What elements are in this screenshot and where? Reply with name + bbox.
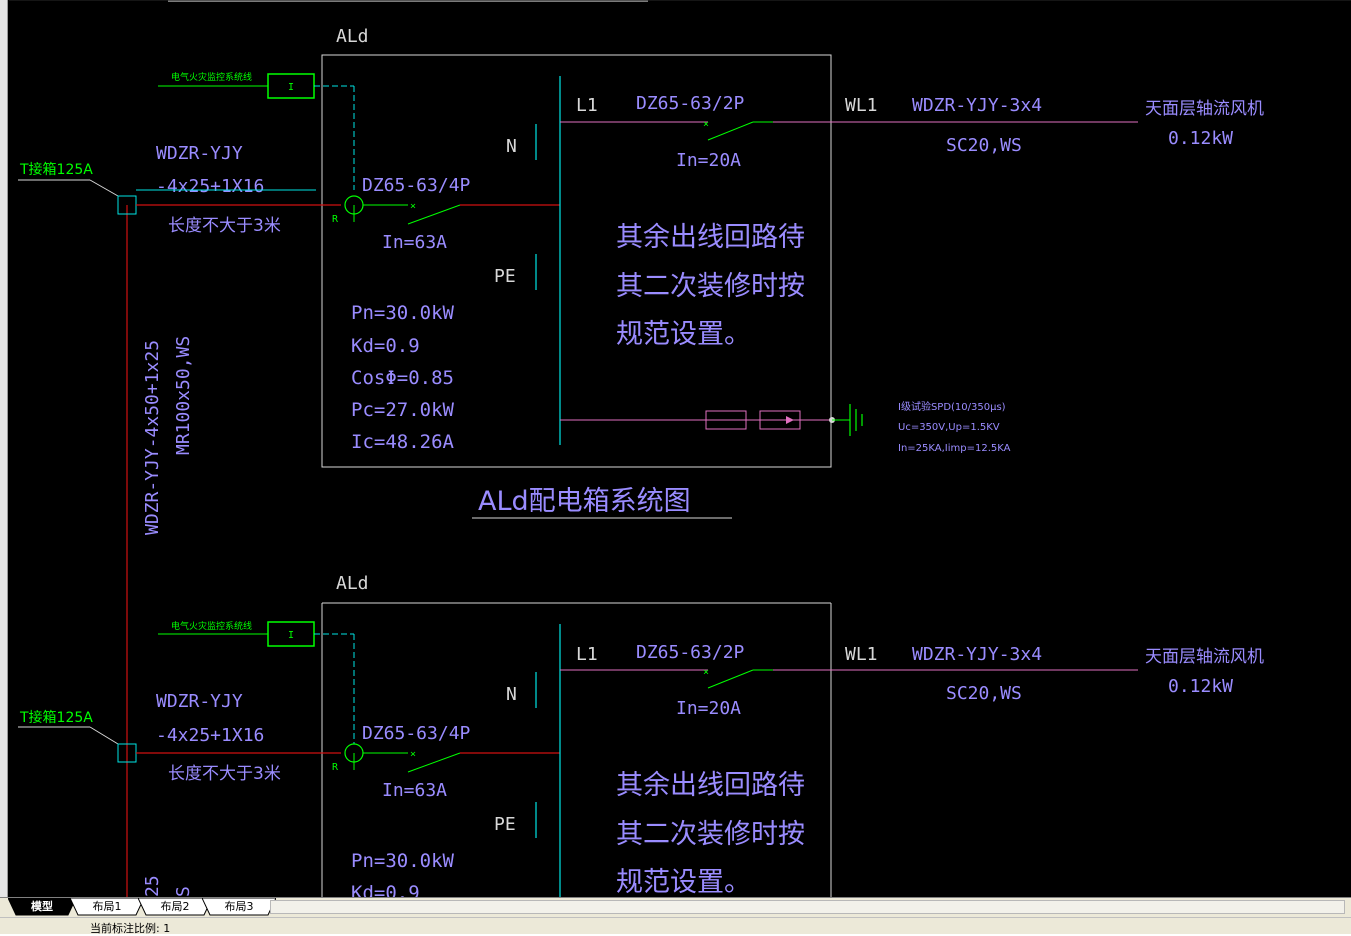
pc: Pc=27.0kW [351,399,455,421]
box-frame [321,54,832,468]
n-label: N [506,684,517,705]
tab-label: 布局1 [92,900,122,913]
tap-label: T接箱125A [19,161,93,178]
breaker-main: DZ65-63/4P [362,175,471,196]
monitor-label: 电气火灾监控系统线 [171,71,252,83]
n-label: N [506,136,517,157]
breaker-main: DZ65-63/4P [362,723,471,744]
spd-2: Uc=350V,Up=1.5KV [898,422,1000,433]
wl-label: WL1 [845,95,878,116]
note-2: 其二次装修时按 [616,271,805,302]
load-power: 0.12kW [1168,128,1233,149]
note-1: 其余出线回路待 [616,222,805,253]
monitor-label: 电气火灾监控系统线 [171,620,252,632]
breaker-out: DZ65-63/2P [636,93,745,114]
tab-label: 布局3 [224,900,254,913]
status-bar: 当前标注比例: 1 [0,917,1351,935]
l1-label: L1 [576,95,598,116]
incoming-cable-2: -4x25+1X16 [156,725,264,746]
tab-layout-3[interactable]: 布局3 [202,898,276,916]
drawing-canvas[interactable]: WDZR-YJY-4x50+1x25 MR100x50,WS 25 S ALd … [8,0,1351,897]
incoming-cable-1: WDZR-YJY [156,691,243,712]
breaker-main-rating: In=63A [382,232,447,253]
leader-line [89,726,119,745]
breaker-x-mark: × [410,749,416,760]
note-1: 其余出线回路待 [616,770,805,801]
breaker-main-rating: In=63A [382,780,447,801]
out-pipe: SC20,WS [946,135,1022,156]
layout-tab-bar: 模型 布局1 布局2 布局3 [0,897,1351,917]
box-title: ALd [336,573,369,594]
diagram-caption: ALd配电箱系统图 [478,486,691,517]
out-cable: WDZR-YJY-3x4 [912,95,1042,116]
spd-3: In=25KA,Iimp=12.5KA [898,443,1011,454]
note-3: 规范设置。 [616,867,751,897]
distribution-box-2: ALd T接箱125A WDZR-YJY -4x25+1X16 长度不大于3米 … [18,573,1264,897]
kd: Kd=0.9 [351,335,420,357]
l1-label: L1 [576,644,598,665]
note-2: 其二次装修时按 [616,819,805,850]
rcd-mark: R [332,214,339,225]
spd-arrowhead [786,416,794,424]
main-feeder-pipe: MR100x50,WS [173,336,194,455]
incoming-cable-2: -4x25+1X16 [156,176,264,197]
main-feeder-label: WDZR-YJY-4x50+1x25 [142,340,163,535]
spd-fuse [705,410,747,430]
breaker-out-rating: In=20A [676,698,741,719]
rcd-mark: R [332,762,339,773]
box-title: ALd [336,26,369,47]
breaker-out-contact [707,669,754,689]
out-cable: WDZR-YJY-3x4 [912,644,1042,665]
pe-label: PE [494,814,516,835]
incoming-cable-3: 长度不大于3米 [168,216,281,236]
left-gutter [0,0,8,897]
cad-drawing[interactable]: WDZR-YJY-4x50+1x25 MR100x50,WS 25 S ALd … [8,0,1351,897]
tab-layout-1[interactable]: 布局1 [70,898,144,916]
tab-label: 模型 [31,900,53,913]
breaker-out-x-mark: × [703,667,709,678]
breaker-out-contact [707,121,754,141]
pn: Pn=30.0kW [351,850,455,872]
load-name: 天面层轴流风机 [1145,99,1264,119]
kd: Kd=0.9 [351,882,420,897]
annotation-scale-text: 当前标注比例: 1 [90,922,171,935]
breaker-out: DZ65-63/2P [636,642,745,663]
tap-label: T接箱125A [19,709,93,726]
breaker-contact [407,752,461,773]
cos: CosΦ=0.85 [351,367,454,389]
leader-line [89,179,119,197]
pn: Pn=30.0kW [351,302,455,324]
distribution-box-1: ALd T接箱125A WDZR-YJY -4x25+1X16 长度不大于3米 … [18,26,1264,519]
incoming-cable-1: WDZR-YJY [156,143,243,164]
breaker-out-x-mark: × [703,119,709,130]
load-name: 天面层轴流风机 [1145,647,1264,667]
breaker-contact [407,204,461,225]
main-feeder-partial-1: 25 [142,875,163,897]
incoming-cable-3: 长度不大于3米 [168,764,281,784]
note-3: 规范设置。 [616,319,751,350]
monitor-symbol: I [288,630,294,641]
spd-device [759,410,801,430]
pe-label: PE [494,266,516,287]
breaker-x-mark: × [410,201,416,212]
tab-layout-2[interactable]: 布局2 [138,898,212,916]
wl-label: WL1 [845,644,878,665]
horizontal-scrollbar[interactable] [270,900,1345,914]
spd-1: Ⅰ级试验SPD(10/350μs) [898,400,1006,413]
out-pipe: SC20,WS [946,683,1022,704]
ic: Ic=48.26A [351,431,455,453]
load-power: 0.12kW [1168,676,1233,697]
tab-model[interactable]: 模型 [8,898,76,916]
monitor-symbol: I [288,82,294,93]
tab-label: 布局2 [160,900,190,913]
breaker-out-rating: In=20A [676,150,741,171]
main-feeder-partial-2: S [173,886,194,897]
